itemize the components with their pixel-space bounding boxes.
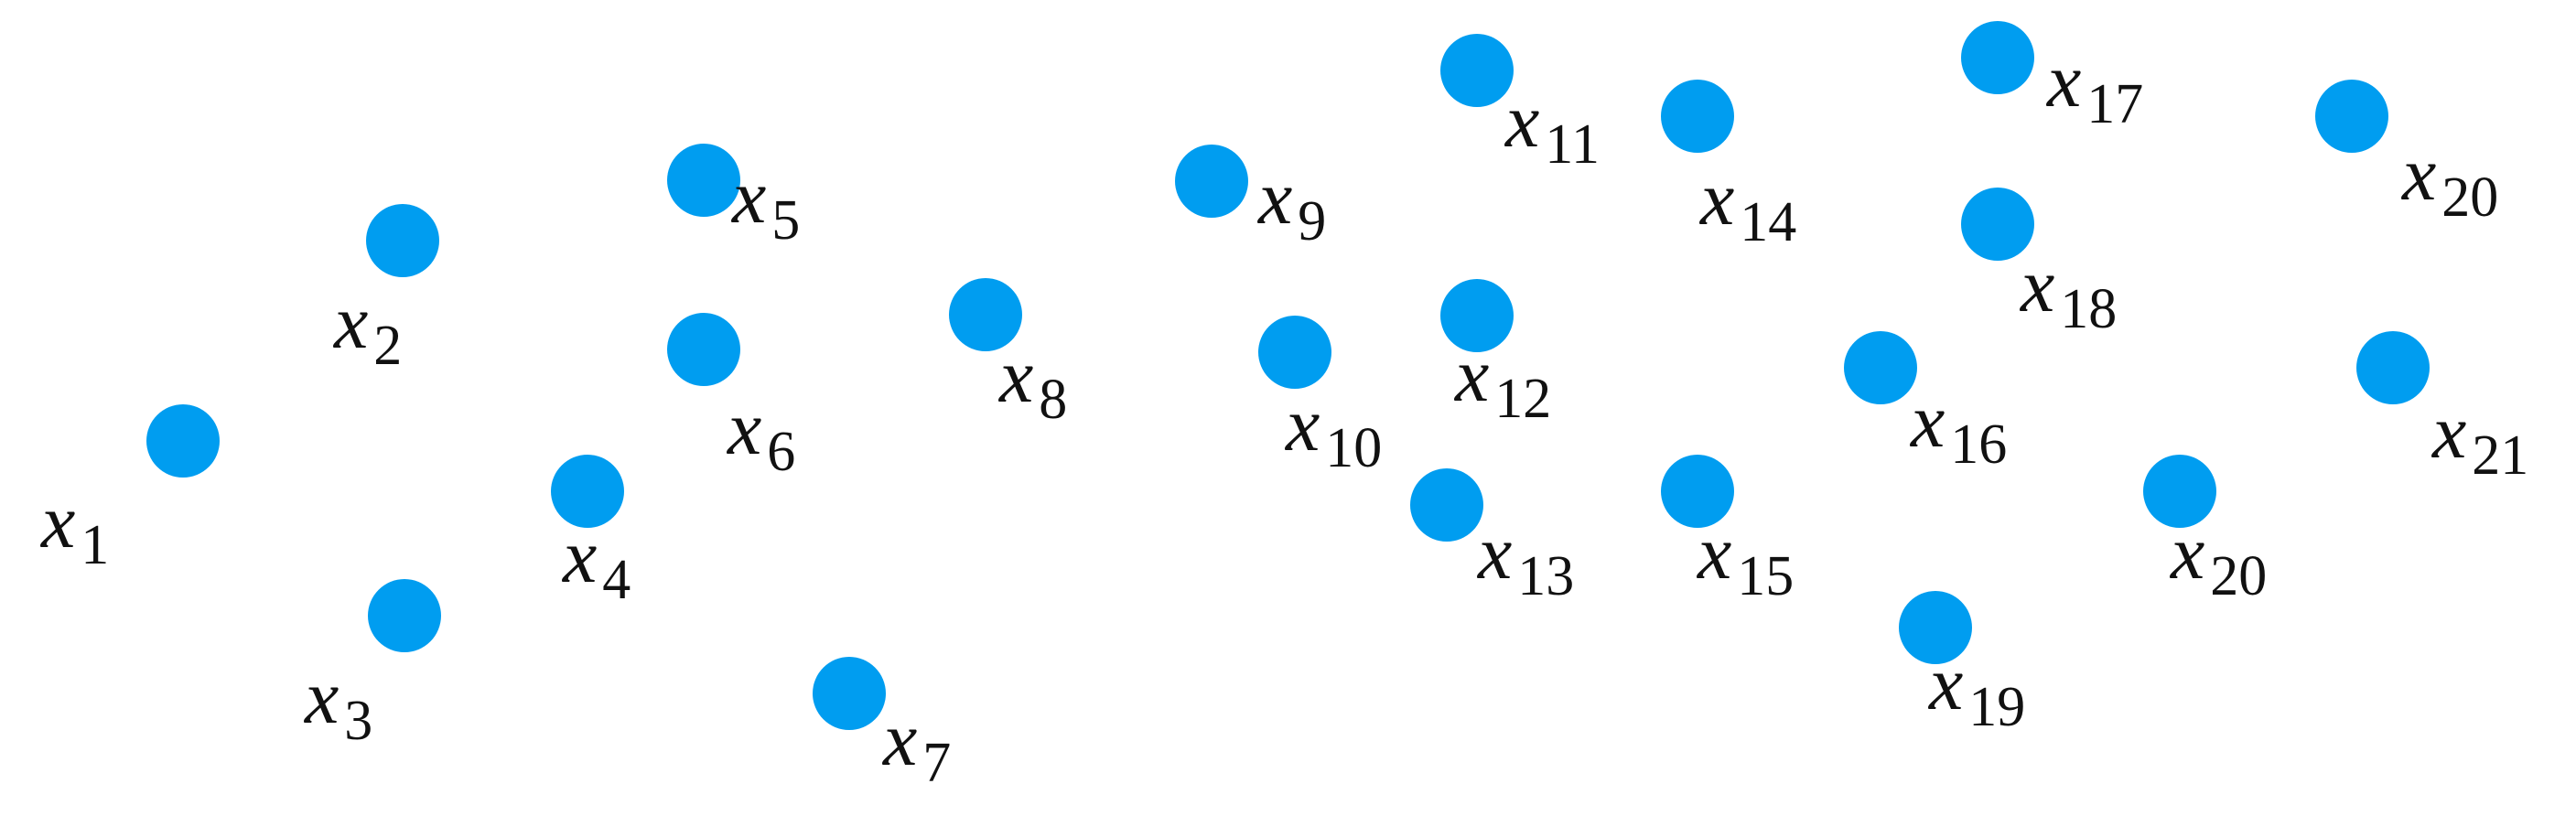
node-dot-x20a — [2315, 80, 2388, 153]
node-variable: x — [2169, 510, 2204, 596]
node-label-x5: x5 — [730, 155, 800, 252]
node-variable: x — [1284, 382, 1320, 467]
node-label-x3: x3 — [303, 655, 372, 752]
node-subscript: 6 — [767, 421, 795, 483]
node-dot-x6 — [667, 313, 740, 386]
node-dot-x8 — [949, 278, 1022, 351]
node-dot-x7 — [813, 657, 886, 730]
node-label-x21: x21 — [2430, 390, 2528, 487]
node-dot-x3 — [368, 579, 441, 652]
node-label-x6: x6 — [726, 386, 795, 483]
node-variable: x — [1256, 156, 1292, 241]
node-subscript: 11 — [1545, 113, 1600, 176]
node-label-x4: x4 — [561, 514, 631, 611]
node-subscript: 12 — [1494, 368, 1551, 430]
node-dot-x17 — [1961, 21, 2034, 94]
node-variable: x — [39, 479, 75, 564]
node-dot-x18 — [1961, 188, 2034, 261]
node-label-x13: x13 — [1476, 510, 1574, 607]
node-label-x14: x14 — [1698, 156, 1796, 253]
node-subscript: 5 — [771, 189, 800, 252]
node-subscript: 15 — [1737, 545, 1794, 607]
node-variable: x — [1909, 379, 1945, 464]
node-variable: x — [1504, 79, 1539, 164]
node-label-x20a: x20 — [2400, 132, 2498, 229]
node-label-x11: x11 — [1504, 79, 1600, 176]
node-subscript: 16 — [1950, 413, 2007, 476]
node-subscript: 14 — [1740, 191, 1796, 253]
node-subscript: 1 — [81, 514, 109, 576]
node-dot-x16 — [1844, 331, 1917, 404]
node-subscript: 20 — [2210, 545, 2267, 607]
node-variable: x — [1476, 510, 1512, 596]
node-label-x20b: x20 — [2169, 510, 2267, 607]
node-variable: x — [332, 280, 368, 365]
node-variable: x — [2019, 243, 2054, 328]
node-variable: x — [726, 386, 761, 471]
node-variable: x — [1927, 641, 1963, 726]
node-label-x8: x8 — [997, 334, 1067, 431]
node-variable: x — [303, 655, 339, 740]
node-subscript: 10 — [1325, 417, 1382, 479]
node-variable: x — [1696, 510, 1731, 596]
node-label-x9: x9 — [1256, 156, 1326, 252]
node-variable: x — [2400, 132, 2436, 217]
node-subscript: 9 — [1298, 190, 1326, 252]
node-label-x19: x19 — [1927, 641, 2025, 738]
labels-layer: x1x2x3x4x5x6x7x8x9x10x11x12x13x14x15x16x… — [39, 38, 2528, 794]
node-variable: x — [881, 697, 917, 782]
node-subscript: 13 — [1517, 545, 1574, 607]
node-subscript: 19 — [1968, 676, 2025, 738]
node-dot-x5 — [667, 144, 740, 217]
node-variable: x — [730, 155, 766, 240]
node-variable: x — [561, 514, 597, 599]
node-label-x18: x18 — [2019, 243, 2117, 340]
node-dot-x12 — [1440, 279, 1514, 352]
node-dot-x13 — [1410, 468, 1483, 542]
node-subscript: 21 — [2472, 424, 2528, 487]
node-variable: x — [997, 334, 1033, 419]
node-label-x12: x12 — [1453, 333, 1551, 430]
node-dot-x1 — [146, 404, 220, 478]
node-label-x10: x10 — [1284, 382, 1382, 479]
node-subscript: 17 — [2086, 73, 2143, 135]
node-dot-x20b — [2143, 455, 2216, 528]
node-label-x2: x2 — [332, 280, 402, 377]
node-dot-x19 — [1899, 591, 1972, 664]
node-label-x17: x17 — [2045, 38, 2143, 135]
node-subscript: 4 — [602, 549, 631, 611]
node-dot-x15 — [1661, 455, 1734, 528]
node-variable: x — [1698, 156, 1734, 242]
nodes-layer — [146, 21, 2430, 730]
node-subscript: 3 — [344, 690, 372, 752]
node-subscript: 18 — [2060, 278, 2117, 340]
node-subscript: 20 — [2441, 166, 2498, 229]
node-dot-x2 — [366, 204, 439, 277]
node-dot-x14 — [1661, 80, 1734, 153]
node-dot-x21 — [2356, 331, 2430, 404]
node-label-x16: x16 — [1909, 379, 2007, 476]
node-subscript: 2 — [373, 315, 402, 377]
node-subscript: 8 — [1039, 369, 1067, 431]
node-subscript: 7 — [922, 732, 951, 794]
node-label-x15: x15 — [1696, 510, 1794, 607]
node-label-x7: x7 — [881, 697, 951, 794]
node-dot-x11 — [1440, 34, 1514, 107]
node-label-x1: x1 — [39, 479, 109, 576]
node-variable: x — [2430, 390, 2466, 475]
node-variable: x — [2045, 38, 2081, 123]
node-variable: x — [1453, 333, 1489, 418]
node-dot-x9 — [1175, 145, 1248, 218]
node-dot-x4 — [551, 455, 624, 528]
node-dot-x10 — [1258, 316, 1331, 389]
